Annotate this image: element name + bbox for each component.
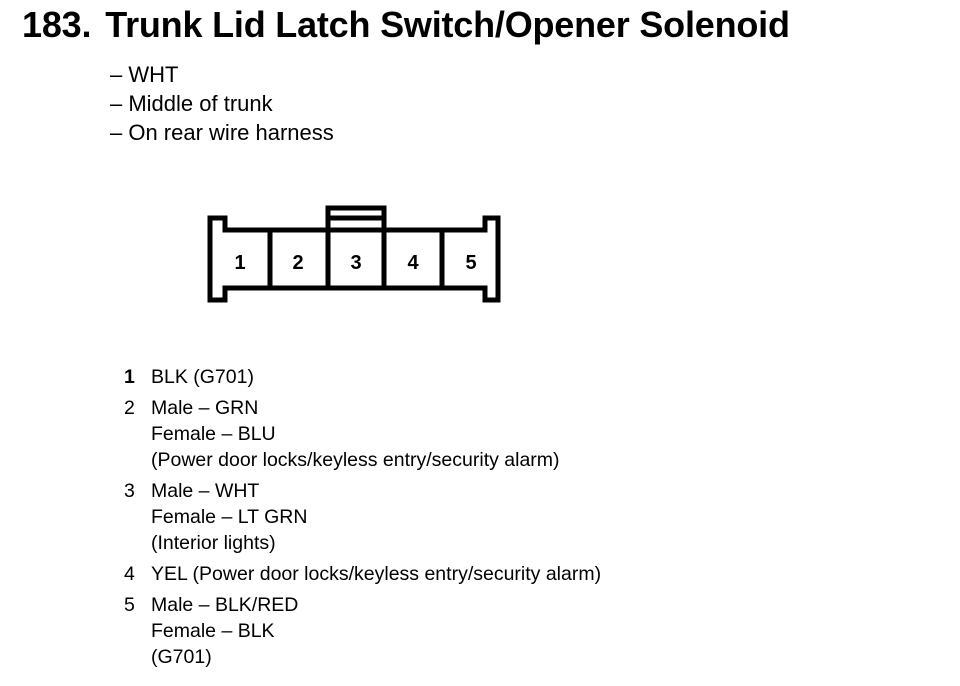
pin-entry-1: 1 BLK (G701): [124, 364, 601, 390]
pin-number: 3: [124, 480, 135, 502]
cavity-label-4: 4: [407, 252, 419, 274]
pin-entry-2: 2 Male – GRN Female – BLU (Power door lo…: [124, 395, 601, 473]
note-color: – WHT: [110, 62, 179, 87]
pin-list: 1 BLK (G701) 2 Male – GRN Female – BLU (…: [124, 364, 601, 675]
page-title: 183. Trunk Lid Latch Switch/Opener Soleno…: [22, 4, 790, 46]
pin-female-wire: Female – BLK: [151, 620, 275, 642]
cavity-label-2: 2: [292, 252, 303, 274]
note-harness: – On rear wire harness: [110, 120, 334, 145]
pin-description: YEL (Power door locks/keyless entry/secu…: [151, 563, 602, 585]
connector-housing: [207, 215, 501, 303]
pin-circuit-note: (Power door locks/keyless entry/security…: [151, 449, 560, 471]
title-text: Trunk Lid Latch Switch/Opener Solenoid: [105, 4, 790, 45]
pin-circuit-note: (Interior lights): [151, 532, 276, 554]
title-number: 183.: [22, 4, 92, 45]
connector-diagram: 1 2 3 4 5: [207, 205, 501, 303]
note-location: – Middle of trunk: [110, 91, 273, 116]
pin-entry-4: 4 YEL (Power door locks/keyless entry/se…: [124, 561, 601, 587]
pin-female-wire: Female – LT GRN: [151, 506, 308, 528]
cavity-label-5: 5: [465, 252, 476, 274]
pin-number: 1: [124, 366, 135, 388]
pin-female-wire: Female – BLU: [151, 423, 276, 445]
pin-entry-5: 5 Male – BLK/RED Female – BLK (G701): [124, 592, 601, 670]
pin-male-wire: Male – GRN: [151, 397, 259, 419]
pin-number: 2: [124, 397, 135, 419]
pin-entry-3: 3 Male – WHT Female – LT GRN (Interior l…: [124, 478, 601, 556]
pin-number: 5: [124, 594, 135, 616]
pin-male-wire: Male – WHT: [151, 480, 260, 502]
connector-notes: – WHT – Middle of trunk – On rear wire h…: [110, 60, 334, 147]
cavity-label-1: 1: [234, 252, 245, 274]
pin-circuit-note: (G701): [151, 646, 212, 668]
cavity-label-3: 3: [350, 252, 361, 274]
pin-male-wire: Male – BLK/RED: [151, 594, 299, 616]
pin-description: BLK (G701): [151, 366, 254, 388]
pin-number: 4: [124, 563, 135, 585]
